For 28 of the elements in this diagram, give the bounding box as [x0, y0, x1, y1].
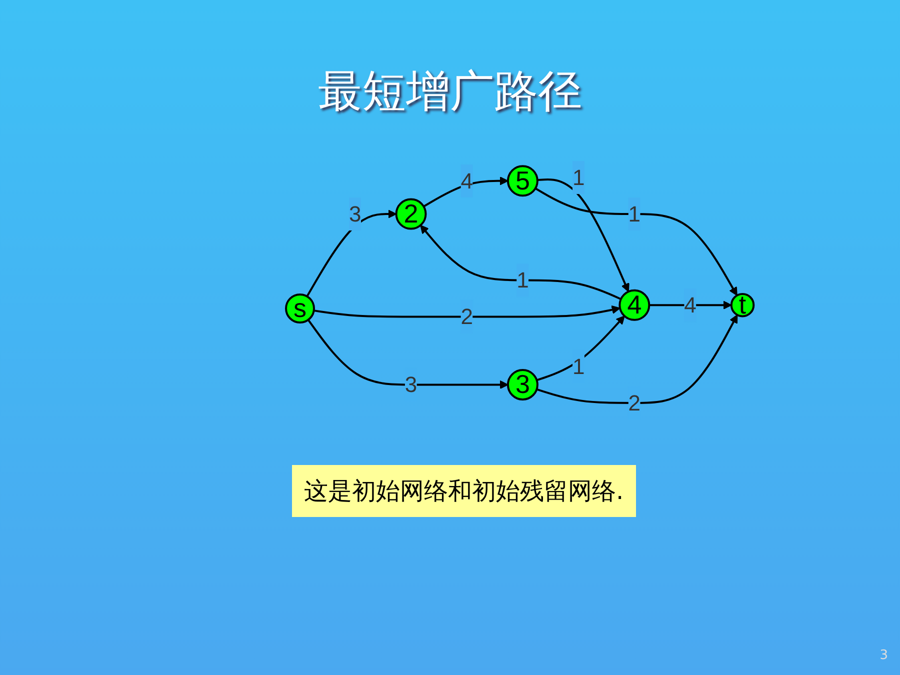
- arrow: [538, 178, 630, 292]
- arrow: [306, 209, 397, 297]
- edge-label: 2: [460, 304, 474, 329]
- node-circle: 4: [618, 289, 650, 321]
- edge-label: 1: [572, 164, 585, 190]
- node-circle: 2: [395, 198, 427, 230]
- node-circle: 5: [507, 164, 539, 196]
- node-circle: t: [730, 292, 755, 317]
- edge-label: 3: [349, 201, 362, 226]
- edge-label: 2: [628, 390, 641, 416]
- caption: 这是初始网络和初始残留网络.: [292, 465, 636, 517]
- edge-label: 1: [628, 201, 641, 226]
- page-number: 3: [880, 648, 888, 663]
- arrow: [314, 305, 621, 318]
- arrow: [535, 187, 738, 296]
- edge-label: 3: [405, 372, 418, 397]
- arrow: [308, 319, 509, 389]
- edge-label: 1: [572, 354, 585, 379]
- edge-label: 4: [684, 292, 697, 318]
- node-circle: 3: [507, 368, 539, 400]
- title: 最短增广路径: [317, 65, 583, 119]
- edge-label: 4: [460, 168, 474, 194]
- arrow: [423, 176, 509, 208]
- arrow: [536, 315, 626, 381]
- edge-label: 1: [516, 268, 529, 292]
- arrow: [420, 224, 622, 300]
- node-circle: s: [285, 293, 316, 324]
- arrow: [536, 314, 738, 404]
